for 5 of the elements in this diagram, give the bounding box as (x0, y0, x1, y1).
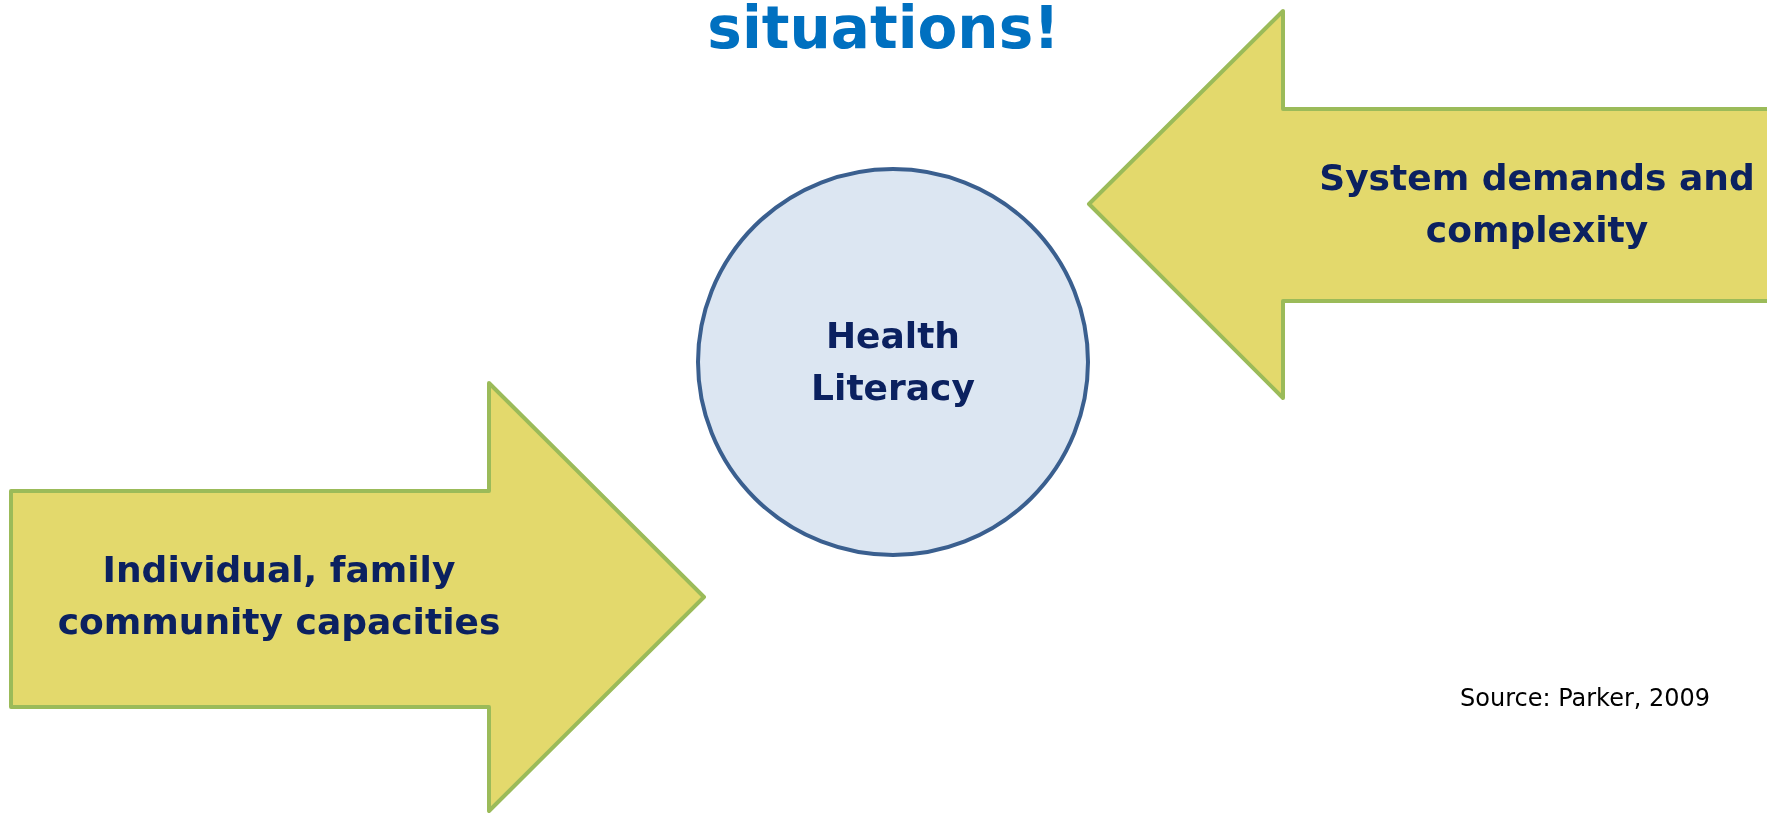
shape-label: Health Literacy (810, 313, 976, 410)
shape-label: System demands and complexity (1318, 155, 1756, 252)
source-note: Source: Parker, 2009 (1460, 684, 1711, 712)
title: situations! (706, 0, 1061, 62)
shape-label: Individual, family community capacities (56, 547, 502, 644)
